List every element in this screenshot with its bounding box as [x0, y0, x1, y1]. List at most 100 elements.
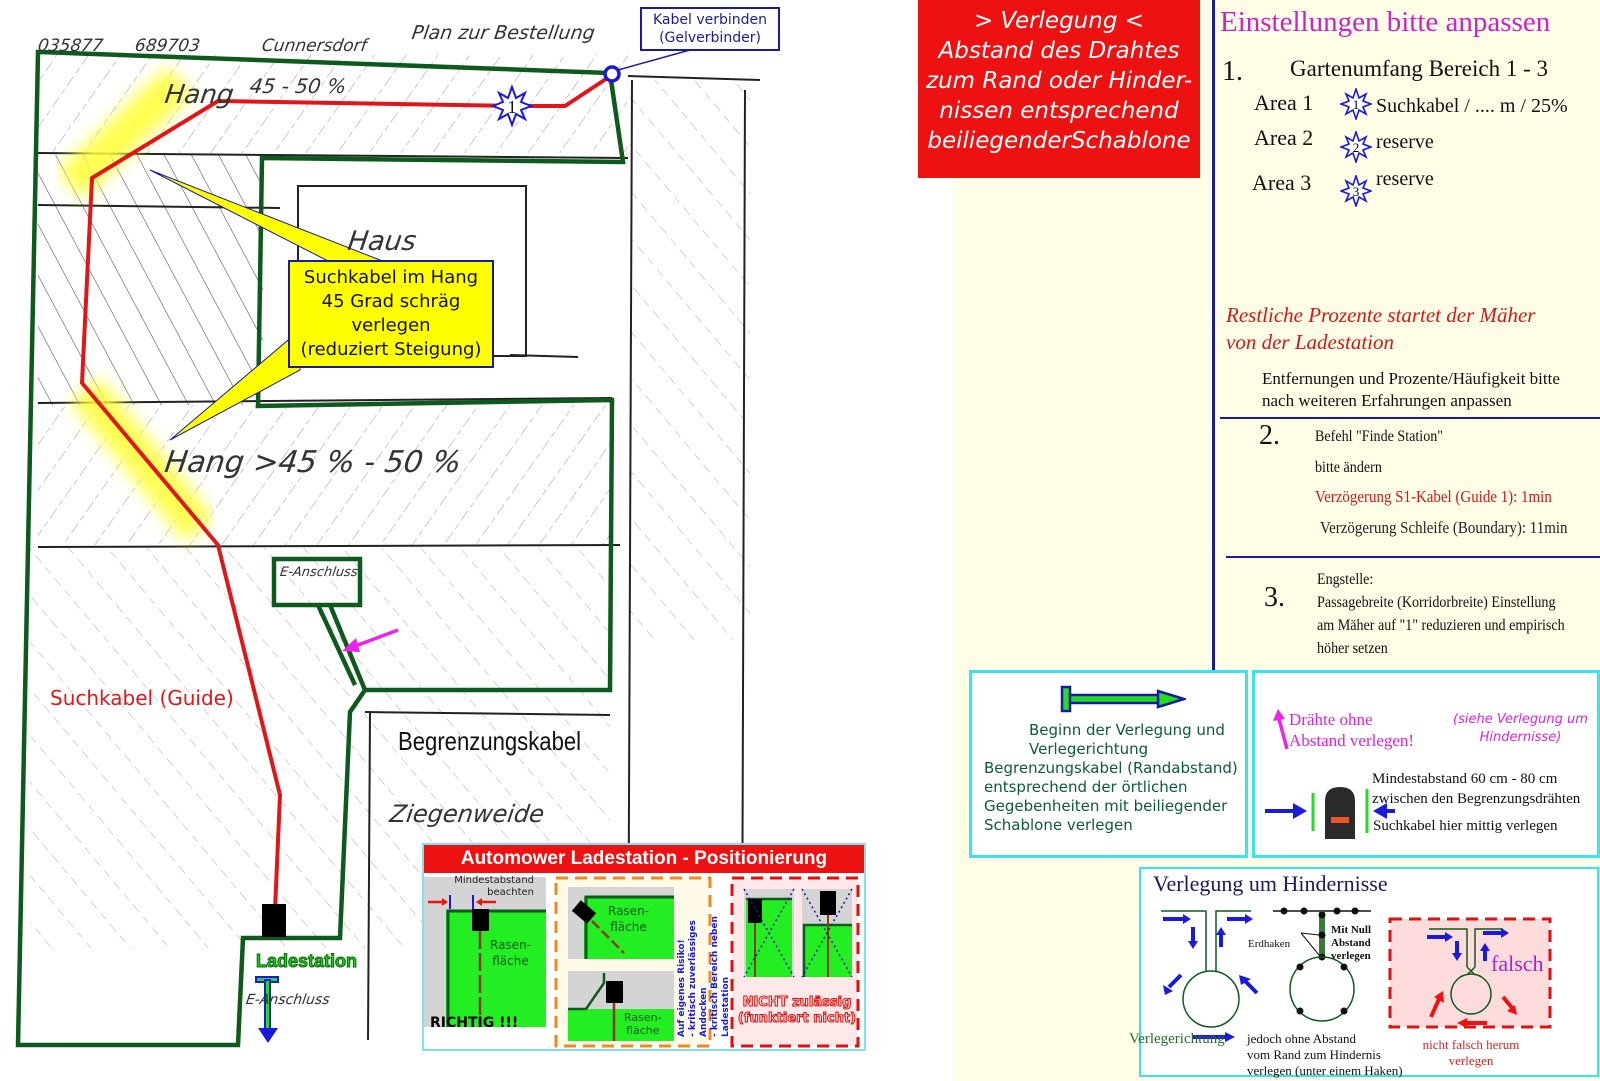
handwritten-plan-title: Plan zur Bestellung [410, 22, 597, 44]
area-2-star-icon: 2 [1340, 131, 1372, 163]
mower-icon [1325, 787, 1355, 839]
note-line: Abstand verlegen! [1289, 731, 1415, 750]
cable-connector-icon [603, 65, 621, 83]
note-line: Mindestabstand [454, 875, 534, 886]
section-3-line: höher setzen [1317, 640, 1388, 657]
note-line: Drähte ohne [1289, 710, 1373, 729]
obstacles-diagram [1161, 907, 1552, 1042]
note-line: verlegen (unter einem Haken) [1247, 1063, 1403, 1078]
min-distance-note: Mindestabstand beachten [454, 875, 534, 899]
note-line: Hindernisse) [1479, 730, 1562, 745]
station-positioning-box: Automower Ladestation - Positionierung [422, 843, 866, 1051]
slope-note-callout: Suchkabel im Hang 45 Grad schräg verlege… [288, 260, 494, 368]
note-line: verlegen [1448, 1053, 1494, 1068]
svg-text:1: 1 [1353, 97, 1360, 112]
magenta-arrow-icon [1273, 709, 1289, 750]
area-1-star-icon: 1 [1340, 88, 1372, 120]
area-3-label: Area 3 [1252, 170, 1312, 195]
handwritten-haus: Haus [345, 226, 419, 257]
note-line: nicht falsch herum [1422, 1037, 1520, 1052]
verlegung-line: > Verlegung < [973, 8, 1145, 34]
section-2-line: Befehl "Finde Station" [1315, 428, 1444, 445]
begin-arrow-icon [1060, 685, 1186, 713]
section-2-number: 2. [1259, 420, 1280, 451]
section-1-heading: Gartenumfang Bereich 1 - 3 [1290, 56, 1549, 81]
station-positioning-diagram [424, 876, 860, 1048]
section-3-line: Engstelle: [1317, 571, 1374, 588]
boundary-cable-label: Begrenzungskabel [398, 726, 582, 756]
obstacles-box: Verlegung um Hindernisse [1129, 867, 1599, 1079]
mower-spacing-diagram [1265, 787, 1395, 839]
area-2-text: reserve [1376, 131, 1434, 153]
area-1-text: Suchkabel / .... m / 25% [1376, 95, 1568, 117]
slope-highlight [56, 66, 215, 543]
handwritten-hang-top-percent: 45 - 50 % [248, 74, 348, 98]
correct-verdict: RICHTIG !!! [430, 1015, 519, 1031]
svg-text:1: 1 [508, 97, 517, 117]
not-allowed-verdict: NICHT zulässig (funktiert nicht) [736, 995, 858, 1027]
wrong-obstacle-diagram [1388, 917, 1552, 1029]
begin-line: Begrenzungskabel (Randabstand) [984, 759, 1238, 777]
panel-divider [1212, 0, 1215, 670]
obstacle-note: jedoch ohne Abstand vom Rand zum Hindern… [1247, 1031, 1403, 1079]
handwritten-hang-middle: Hang >45 % - 50 % [162, 445, 464, 480]
verlegung-line: Abstand des Drahtes [938, 38, 1180, 64]
wrong-label: falsch [1491, 951, 1544, 976]
note-line: Restliche Prozente startet der Mäher [1226, 303, 1536, 327]
note-line: Entfernungen und Prozente/Häufigkeit bit… [1262, 369, 1560, 388]
begin-line: Verlegerichtung [1029, 740, 1149, 758]
callout-line: 45 Grad schräg [321, 291, 461, 312]
handwritten-postal-code: 035877 [36, 36, 105, 56]
begin-line: entsprechend der örtlichen [984, 778, 1188, 796]
correct-obstacle-diagram [1161, 910, 1259, 1042]
label-line: verlegen [1331, 950, 1371, 962]
charging-station-label: Ladestation [255, 951, 358, 972]
risky-lawn-label-top: Rasen- fläche [608, 903, 649, 935]
wires-no-gap-note: Drähte ohne Abstand verlegen! [1289, 709, 1414, 751]
side-note-line: - kritisch zuverlässiges Andocken [688, 920, 709, 1037]
section-3-line: am Mäher auf "1" reduzieren und empirisc… [1317, 617, 1565, 634]
section-3-number: 3. [1264, 582, 1285, 613]
verlegung-line: nissen entsprechend [939, 98, 1179, 124]
cable-connect-callout: Kabel verbinden (Gelverbinder) [640, 7, 780, 51]
note-line: nach weiteren Erfahrungen anpassen [1262, 391, 1512, 410]
see-obstacles-note: (siehe Verlegung um Hindernisse) [1453, 711, 1588, 747]
lawn-label-line: fläche [492, 954, 529, 968]
svg-text:3: 3 [1353, 184, 1360, 199]
settings-title: Einstellungen bitte anpassen [1220, 6, 1551, 38]
min-distance-text: Mindestabstand 60 cm - 80 cm zwischen de… [1372, 769, 1580, 809]
handwritten-town: Cunnersdorf [260, 36, 369, 56]
lawn-label-line: Rasen- [608, 904, 649, 918]
start-direction-arrow-icon [255, 976, 279, 1043]
handwritten-hang-top: Hang [162, 80, 236, 110]
station-positioning-title: Automower Ladestation - Positionierung [424, 845, 864, 873]
area-3-star-icon: 3 [1340, 175, 1372, 207]
callout-line: verlegen [351, 315, 431, 336]
begin-line: Beginn der Verlegung und [1029, 721, 1225, 739]
lawn-label-line: fläche [610, 920, 647, 934]
obstacles-title: Verlegung um Hindernisse [1153, 871, 1388, 896]
begin-laying-box: Beginn der Verlegung und Verlegerichtung… [969, 670, 1248, 858]
boundary-delay-setting: Verzögerung Schleife (Boundary): 11min [1320, 518, 1568, 537]
section-2-line: bitte ändern [1315, 459, 1382, 476]
lawn-label-line: fläche [626, 1024, 660, 1037]
guide-cable [79, 73, 614, 911]
note-line: (siehe Verlegung um [1453, 712, 1588, 727]
svg-text:2: 2 [1353, 140, 1360, 155]
note-line: vom Rand zum Hindernis [1247, 1047, 1381, 1062]
note-line: zwischen den Begrenzungsdrähten [1372, 791, 1581, 807]
begin-line: Schablone verlegen [984, 816, 1133, 834]
side-note-line: - kritisch Bereich neben Ladestation [710, 916, 731, 1037]
guide-delay-setting: Verzögerung S1-Kabel (Guide 1): 1min [1315, 487, 1552, 506]
zero-distance-label: Mit Null Abstand verlegen [1331, 924, 1371, 963]
label-line: Mit Null [1331, 924, 1372, 936]
callout-line: (Gelverbinder) [659, 30, 761, 46]
handwritten-e-anschluss: E-Anschluss [278, 565, 359, 580]
garden-sketch: 1 [15, 49, 761, 1048]
remaining-percent-note: Restliche Prozente startet der Mäher von… [1226, 302, 1535, 356]
callout-line: Suchkabel im Hang [303, 267, 479, 288]
callout-line: (reduziert Steigung) [300, 339, 482, 360]
neighbour-zone [630, 80, 750, 640]
begin-line: Gegebenheiten mit beiliegender [984, 797, 1228, 815]
verdict-line: (funktiert nicht) [737, 1011, 857, 1027]
